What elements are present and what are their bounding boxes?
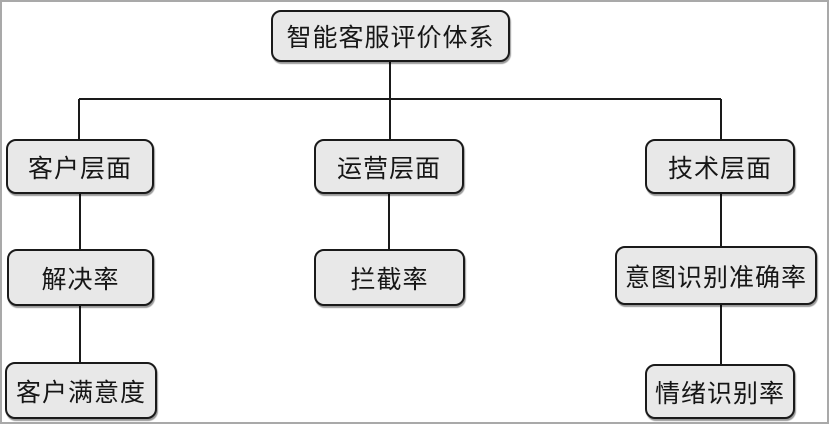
node-root: 智能客服评价体系 (271, 10, 510, 62)
node-intent-recognition-accuracy-label: 意图识别准确率 (624, 263, 807, 292)
node-operations-level: 运营层面 (314, 139, 464, 194)
node-interception-rate-label: 拦截率 (350, 265, 429, 294)
node-resolution-rate: 解决率 (7, 249, 154, 306)
node-interception-rate: 拦截率 (314, 249, 465, 306)
node-customer-level: 客户层面 (6, 139, 154, 194)
node-emotion-recognition-rate-label: 情绪识别率 (654, 379, 785, 408)
tree-edge-lines (78, 62, 722, 364)
node-intent-recognition-accuracy: 意图识别准确率 (615, 246, 817, 305)
node-technology-level-label: 技术层面 (667, 154, 772, 183)
node-root-label: 智能客服评价体系 (286, 24, 495, 52)
node-customer-satisfaction-label: 客户满意度 (15, 378, 146, 407)
node-technology-level: 技术层面 (645, 139, 795, 194)
node-customer-satisfaction: 客户满意度 (5, 362, 157, 419)
node-customer-level-label: 客户层面 (27, 154, 132, 183)
node-operations-level-label: 运营层面 (336, 154, 441, 183)
node-emotion-recognition-rate: 情绪识别率 (645, 364, 795, 419)
node-resolution-rate-label: 解决率 (41, 265, 120, 294)
